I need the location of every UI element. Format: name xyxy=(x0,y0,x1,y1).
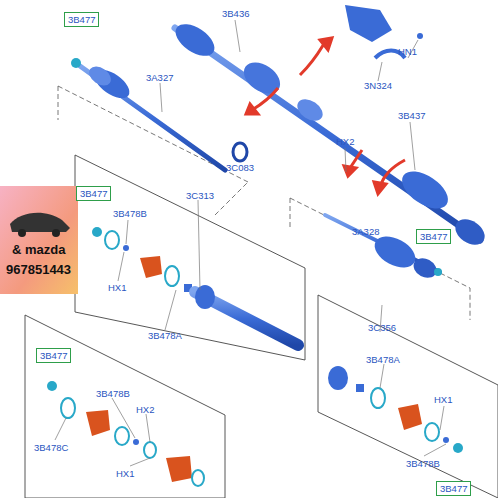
callout-number: HN1 xyxy=(398,46,417,57)
callout-number: 3B477 xyxy=(68,14,95,25)
callout-number: 3B478A xyxy=(148,330,182,341)
callout-number: HX1 xyxy=(108,282,126,293)
callout-number: 3B436 xyxy=(222,8,249,19)
callout-number: 3B478C xyxy=(34,442,68,453)
callout-number: 3B477 xyxy=(420,231,447,242)
callout-number: 3B478B xyxy=(96,388,130,399)
callout-box: 3B477 xyxy=(76,186,111,201)
callout-number: 3C083 xyxy=(226,162,254,173)
callout-number: 3C356 xyxy=(368,322,396,333)
callout-box: 3B477 xyxy=(36,348,71,363)
callout-number: 3C313 xyxy=(186,190,214,201)
callout-number: 3B478A xyxy=(366,354,400,365)
watermark: & mazda xyxy=(12,244,65,255)
callout-number: 3B477 xyxy=(440,483,467,494)
callout-number: 3A327 xyxy=(146,72,173,83)
watermark: 967851443 xyxy=(6,264,71,275)
callout-number: HX2 xyxy=(336,136,354,147)
callout-number: HX1 xyxy=(434,394,452,405)
callout-box: 3B477 xyxy=(64,12,99,27)
callout-number: 3B478B xyxy=(113,208,147,219)
callout-number: 3B477 xyxy=(80,188,107,199)
callout-number: HX1 xyxy=(116,468,134,479)
callout-box: 3B477 xyxy=(416,229,451,244)
callout-number: 3B437 xyxy=(398,110,425,121)
callout-number: 3B478B xyxy=(406,458,440,469)
callout-box: 3B477 xyxy=(436,481,471,496)
callout-number: 3A328 xyxy=(352,226,379,237)
callout-number: 3B477 xyxy=(40,350,67,361)
callout-number: HX2 xyxy=(136,404,154,415)
callout-number: 3N324 xyxy=(364,80,392,91)
